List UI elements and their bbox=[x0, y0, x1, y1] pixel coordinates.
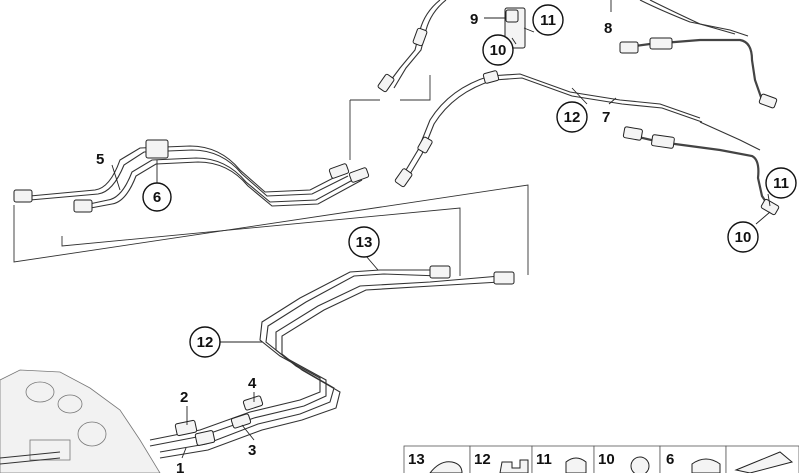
bracket-right-bottom bbox=[760, 198, 780, 216]
label-4: 4 bbox=[248, 375, 257, 392]
legend-part-13-clamp bbox=[429, 461, 463, 473]
callout-10-right: 10 bbox=[727, 221, 759, 253]
svg-text:10: 10 bbox=[735, 229, 752, 246]
callout-12-upper: 12 bbox=[556, 101, 588, 133]
right-hose-bottom bbox=[622, 121, 780, 216]
callout-13: 13 bbox=[348, 226, 380, 258]
parts-legend: 13 12 11 10 6 bbox=[403, 445, 799, 473]
clip-bracket bbox=[145, 139, 169, 159]
fitting-right-top-b bbox=[649, 37, 673, 50]
leader-lines bbox=[111, 0, 771, 459]
engine-port-b bbox=[57, 394, 83, 414]
legend-part-6-cap bbox=[691, 458, 721, 473]
fitting-right-bottom-b bbox=[651, 134, 675, 149]
legend-12: 12 bbox=[474, 451, 491, 468]
bracket-right-top bbox=[758, 93, 778, 109]
fitting-right-b bbox=[348, 167, 370, 183]
lower-hose-assembly bbox=[149, 265, 515, 459]
label-8: 8 bbox=[604, 20, 612, 37]
label-5: 5 bbox=[96, 151, 104, 168]
top-center-hose bbox=[377, 0, 447, 93]
svg-text:12: 12 bbox=[197, 334, 214, 351]
legend-10: 10 bbox=[598, 451, 615, 468]
label-7: 7 bbox=[602, 109, 610, 126]
clip-9 bbox=[505, 9, 519, 23]
fitting-2b bbox=[194, 430, 216, 446]
engine-port-c bbox=[77, 421, 107, 447]
legend-part-10-nut bbox=[630, 456, 650, 473]
middle-hose-assembly bbox=[394, 70, 703, 188]
frame-lines bbox=[13, 75, 529, 276]
legend-13: 13 bbox=[408, 451, 425, 468]
fitting-lower-b bbox=[493, 271, 515, 285]
engine-flange bbox=[29, 439, 71, 461]
legend-6: 6 bbox=[666, 451, 674, 468]
fitting-left-b bbox=[73, 199, 93, 213]
svg-text:13: 13 bbox=[356, 234, 373, 251]
fitting-2 bbox=[174, 419, 198, 437]
fitting-left-a bbox=[13, 189, 33, 203]
label-2: 2 bbox=[180, 389, 188, 406]
label-1: 1 bbox=[176, 460, 184, 473]
svg-text:12: 12 bbox=[564, 109, 581, 126]
legend-part-12-clip bbox=[499, 459, 529, 473]
plain-labels: 1 2 3 4 5 7 8 9 bbox=[96, 11, 612, 473]
label-9: 9 bbox=[470, 11, 478, 28]
fitting-middle-b bbox=[417, 136, 433, 154]
legend-part-11-grommet bbox=[565, 457, 587, 473]
fitting-right-top bbox=[619, 41, 639, 54]
callout-11-right: 11 bbox=[765, 167, 797, 199]
fitting-right-a bbox=[328, 163, 350, 179]
right-hose-top bbox=[619, 0, 778, 109]
fitting-middle-c bbox=[482, 70, 500, 84]
engine-port-a bbox=[25, 381, 55, 403]
engine-block bbox=[0, 369, 161, 473]
fitting-top-center bbox=[377, 73, 395, 93]
callout-10-top: 10 bbox=[482, 34, 514, 66]
svg-text:11: 11 bbox=[540, 12, 556, 29]
callouts: 6 10 11 12 11 10 13 12 bbox=[142, 4, 797, 358]
legend-11: 11 bbox=[536, 451, 552, 468]
svg-text:10: 10 bbox=[490, 42, 507, 59]
legend-part-blank-bracket bbox=[734, 451, 794, 473]
fitting-lower-a bbox=[429, 265, 451, 279]
callout-12-lower: 12 bbox=[189, 326, 221, 358]
callout-6: 6 bbox=[142, 182, 172, 212]
callout-11-top: 11 bbox=[532, 4, 564, 36]
svg-text:6: 6 bbox=[153, 189, 161, 206]
svg-text:11: 11 bbox=[773, 175, 789, 192]
fitting-right-bottom bbox=[622, 126, 643, 141]
fitting-4 bbox=[242, 395, 264, 411]
fitting-middle-a bbox=[394, 168, 413, 188]
fitting-top-center-b bbox=[412, 27, 428, 47]
fitting-3 bbox=[230, 413, 252, 429]
upper-hose-assembly bbox=[13, 139, 370, 213]
label-3: 3 bbox=[248, 442, 256, 459]
